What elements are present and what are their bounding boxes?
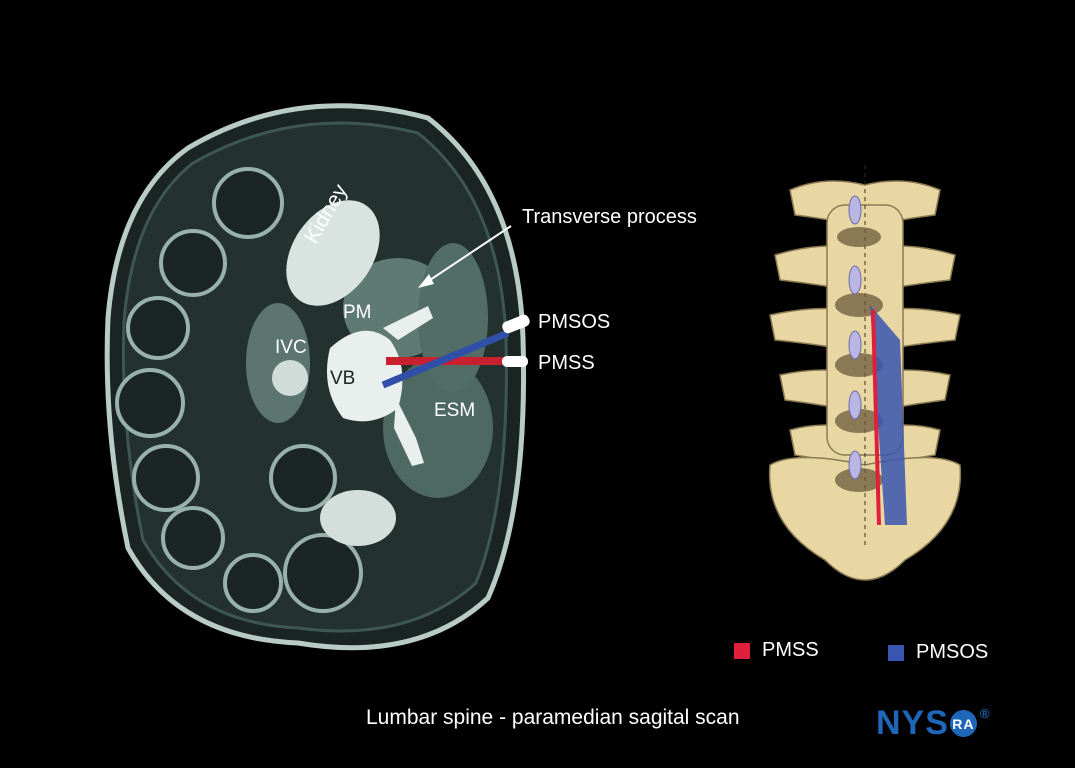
legend-item-pmss: PMSS — [734, 639, 819, 662]
figure-caption: Lumbar spine - paramedian sagital scan — [366, 706, 740, 729]
erector-spinae-label: ESM — [434, 400, 476, 421]
legend-label: PMSS — [762, 639, 819, 661]
nysora-logo: NYS RA ® — [876, 704, 991, 743]
pmss-callout: PMSS — [538, 352, 595, 374]
transverse-process-callout: Transverse process — [522, 206, 697, 228]
pmsos-callout: PMSOS — [538, 311, 611, 333]
registered-mark: ® — [979, 706, 991, 721]
legend-label: PMSOS — [916, 641, 989, 663]
ct-scan-image: Kidney PM IVC VB ESM — [98, 78, 538, 678]
lumbar-spine-illustration — [755, 165, 975, 605]
logo-circle: RA — [949, 710, 977, 737]
psoas-muscle-label: PM — [343, 302, 372, 323]
pmsos-swatch — [888, 644, 904, 661]
vertebral-body-label: VB — [330, 368, 356, 389]
pmss-swatch — [734, 642, 750, 659]
legend-item-pmsos: PMSOS — [888, 641, 988, 664]
logo-text: NYS — [876, 704, 949, 742]
ivc-label: IVC — [275, 337, 307, 358]
